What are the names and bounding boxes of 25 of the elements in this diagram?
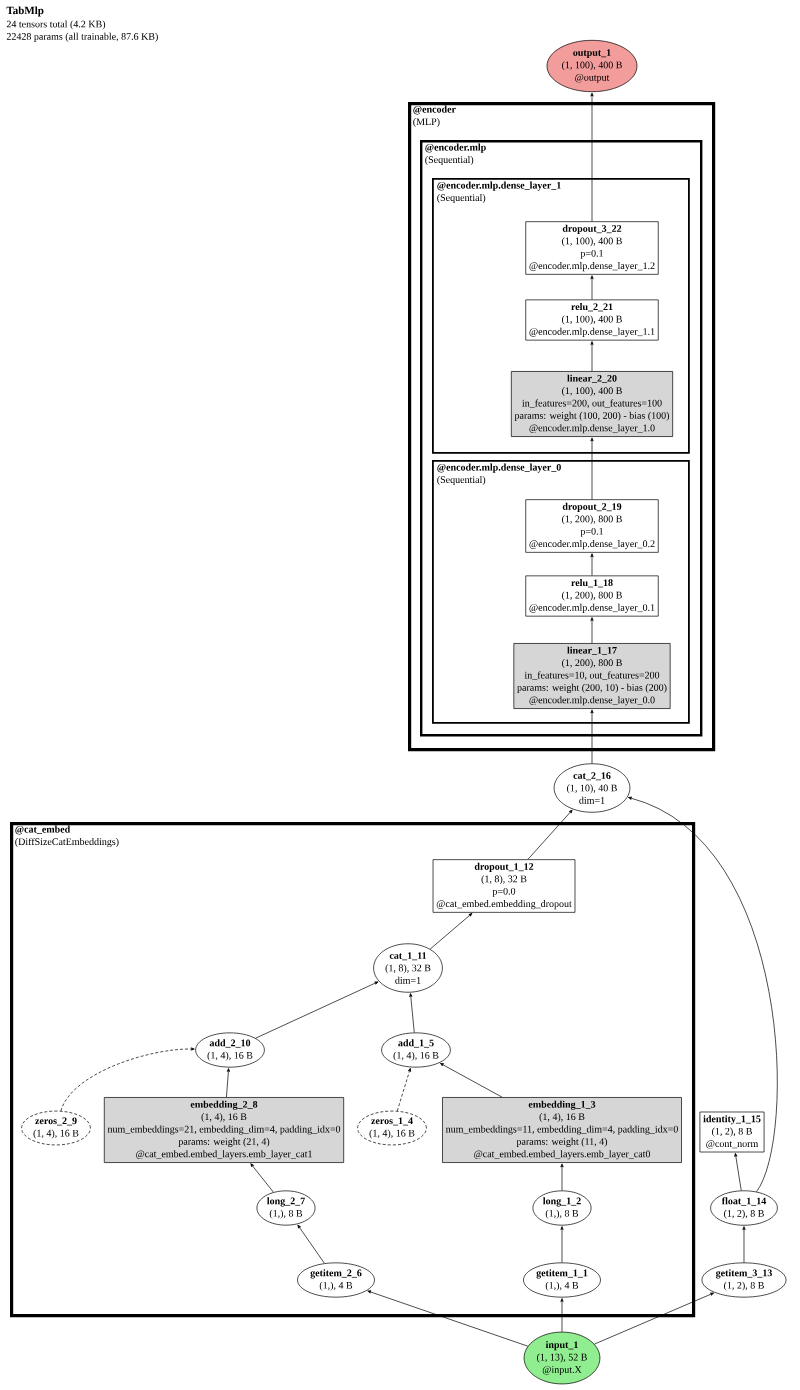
arrow — [590, 275, 594, 300]
arrow — [297, 1224, 325, 1264]
arrow — [409, 993, 415, 1033]
arrow — [429, 913, 473, 950]
arrow — [226, 1068, 230, 1098]
arrow — [367, 1290, 529, 1347]
arrow — [560, 1226, 564, 1263]
arrow — [560, 1163, 564, 1191]
arrow — [250, 1163, 274, 1193]
arrow — [734, 1153, 742, 1191]
arrow — [594, 1292, 715, 1345]
arrow — [255, 981, 379, 1039]
arrow — [396, 1067, 411, 1112]
arrow — [440, 1063, 503, 1098]
arrow — [742, 1226, 746, 1263]
arrow — [60, 1047, 195, 1112]
arrow — [590, 553, 594, 576]
arrow — [590, 709, 594, 764]
arrow — [590, 92, 594, 222]
arrow — [590, 437, 594, 500]
arrow — [560, 1298, 564, 1333]
arrow — [590, 341, 594, 372]
arrow — [628, 796, 778, 1193]
arrow — [527, 809, 573, 860]
arrow — [590, 617, 594, 644]
